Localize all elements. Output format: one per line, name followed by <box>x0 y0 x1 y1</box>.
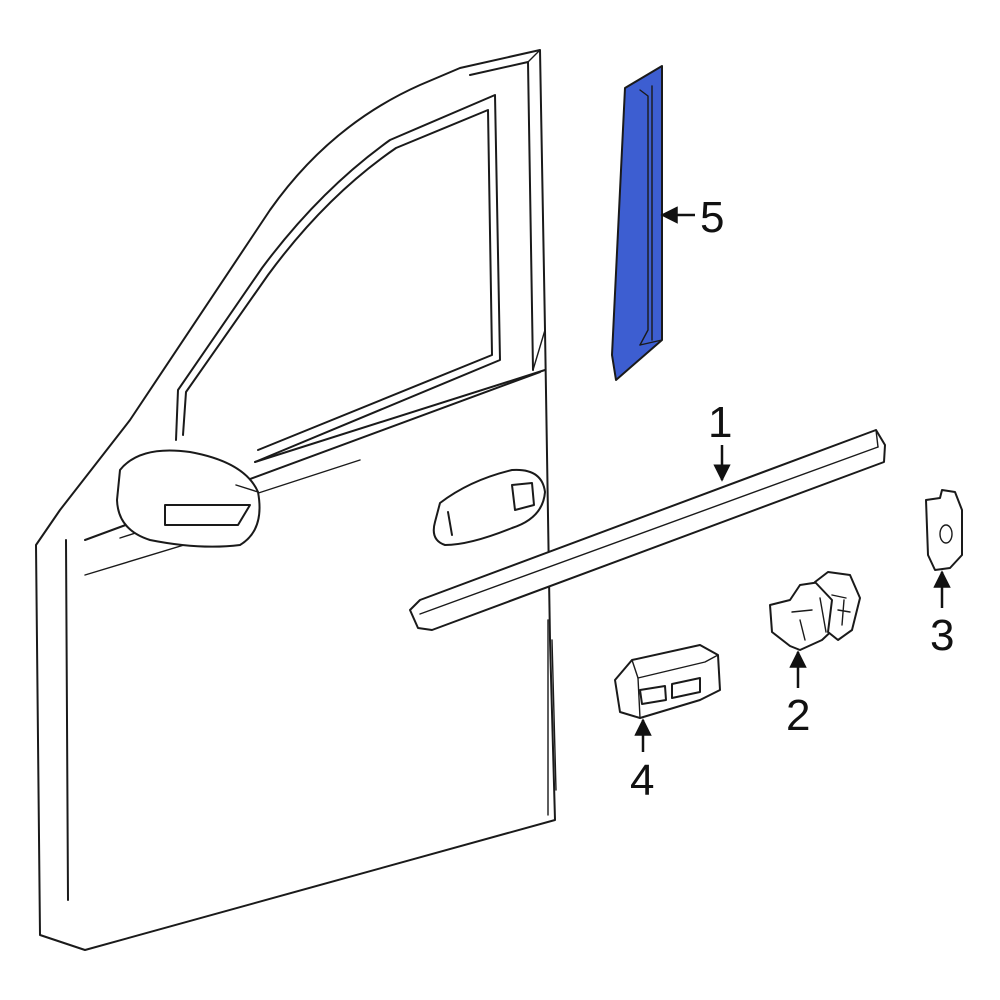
callout-1-label: 1 <box>708 398 732 447</box>
part-2-retainer-clips <box>769 571 861 651</box>
callout-2-label: 2 <box>786 691 810 740</box>
callout-5: 5 <box>660 193 724 242</box>
part-3-clip <box>925 489 963 571</box>
door-handle <box>432 468 546 546</box>
callout-3-label: 3 <box>930 611 954 660</box>
callout-2: 2 <box>786 650 810 740</box>
front-door-shell <box>35 49 557 951</box>
callout-1: 1 <box>708 398 732 482</box>
part-1-door-molding <box>409 429 886 631</box>
callout-5-label: 5 <box>700 193 724 242</box>
callout-4: 4 <box>630 718 654 805</box>
side-mirror <box>116 449 261 548</box>
part-4-handle-bracket <box>614 644 721 719</box>
callout-4-label: 4 <box>630 756 654 805</box>
callout-3: 3 <box>930 570 954 660</box>
part-5-pillar-applique <box>611 65 663 381</box>
